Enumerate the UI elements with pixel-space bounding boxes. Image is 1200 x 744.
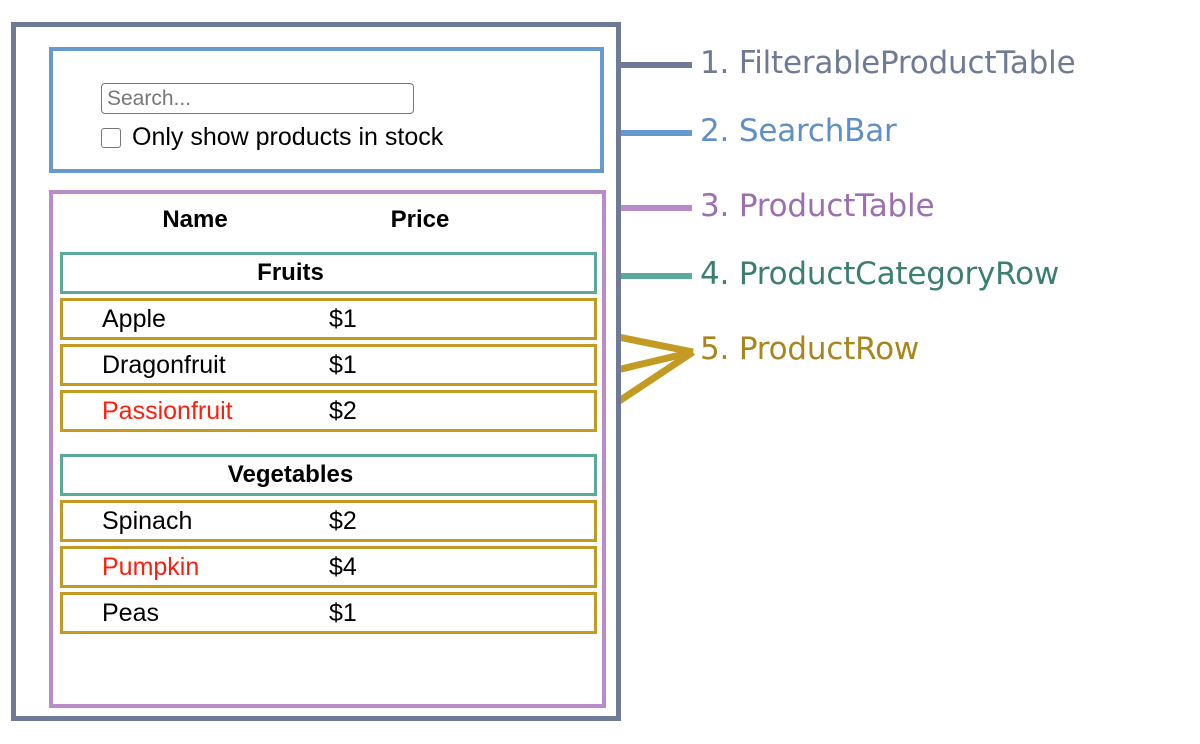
legend-name-4: ProductCategoryRow [738, 256, 1060, 292]
filterable-product-table-box: Only show products in stock Name Price F… [11, 22, 621, 721]
product-name: Apple [102, 304, 166, 333]
legend-name-2: SearchBar [738, 113, 897, 149]
legend-item-filterable-product-table: 1. FilterableProductTable [700, 45, 1076, 81]
product-row: Dragonfruit $1 [60, 344, 597, 386]
search-bar-box: Only show products in stock [49, 47, 604, 173]
product-price: $2 [329, 396, 357, 425]
only-in-stock-label: Only show products in stock [132, 123, 444, 151]
product-name: Spinach [102, 506, 193, 535]
product-row: Peas $1 [60, 592, 597, 634]
product-price: $1 [329, 350, 357, 379]
product-name: Pumpkin [102, 552, 200, 581]
product-name: Dragonfruit [102, 350, 226, 379]
product-category-row: Vegetables [60, 454, 597, 496]
legend-number-1: 1. [700, 45, 730, 81]
product-row: Spinach $2 [60, 500, 597, 542]
search-input[interactable] [101, 83, 414, 114]
legend-number-3: 3. [700, 188, 730, 224]
product-price: $1 [329, 304, 357, 333]
legend-item-product-row: 5. ProductRow [700, 334, 919, 365]
stock-filter-row[interactable]: Only show products in stock [101, 125, 443, 150]
product-row: Passionfruit $2 [60, 390, 597, 432]
legend-number-2: 2. [700, 113, 730, 149]
product-name: Passionfruit [102, 396, 233, 425]
legend-item-product-table: 3. ProductTable [700, 188, 935, 224]
table-header-row: Name Price [60, 202, 595, 238]
column-header-price: Price [390, 206, 450, 233]
legend-item-search-bar: 2. SearchBar [700, 116, 897, 147]
legend-name-3: ProductTable [738, 188, 935, 224]
legend-number-5: 5. [700, 331, 730, 367]
product-name: Peas [102, 598, 159, 627]
product-price: $4 [329, 552, 357, 581]
only-in-stock-checkbox[interactable] [101, 127, 121, 148]
product-category-row: Fruits [60, 252, 597, 294]
legend-item-product-category-row: 4. ProductCategoryRow [700, 259, 1059, 290]
product-category-label: Fruits [257, 259, 324, 286]
legend-name-1: FilterableProductTable [738, 45, 1076, 81]
legend-number-4: 4. [700, 256, 730, 292]
product-row: Pumpkin $4 [60, 546, 597, 588]
column-header-name: Name [162, 206, 228, 233]
product-price: $1 [329, 598, 357, 627]
product-row: Apple $1 [60, 298, 597, 340]
product-category-label: Vegetables [227, 461, 354, 488]
product-price: $2 [329, 506, 357, 535]
legend-name-5: ProductRow [738, 331, 920, 367]
row-group-gap [60, 436, 597, 454]
